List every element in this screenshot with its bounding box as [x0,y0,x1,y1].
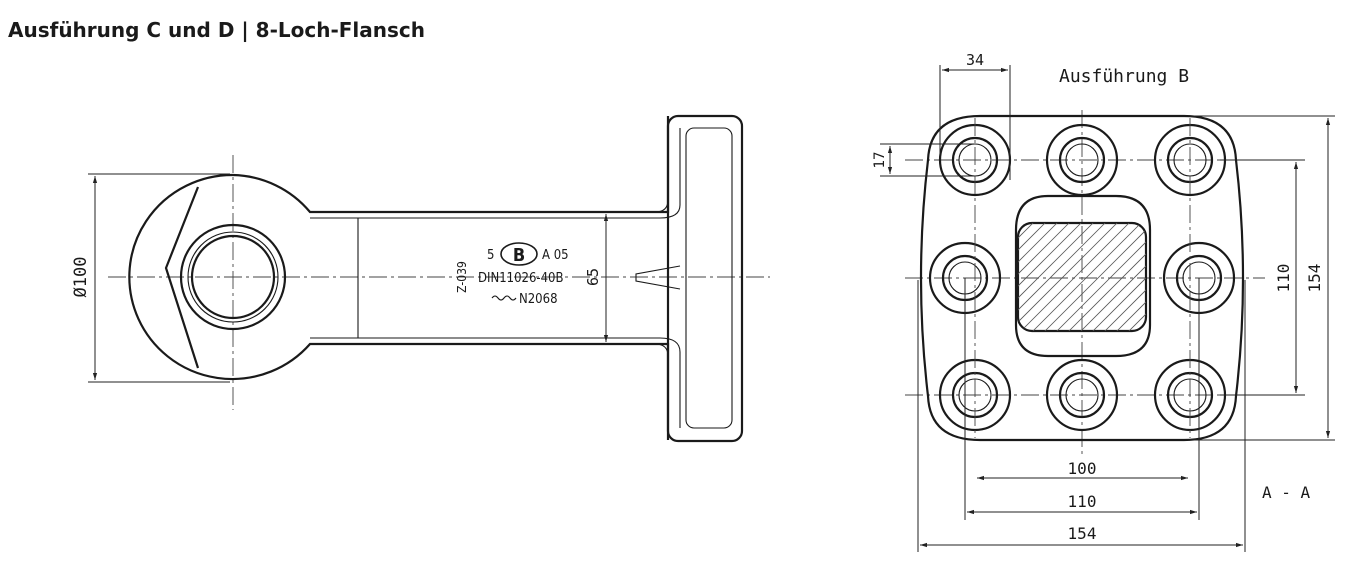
fillet-top [654,199,669,213]
dim-110v-label: 110 [1274,264,1293,293]
flange-plate [666,114,744,443]
shank-inner-top [310,128,681,219]
stamp-prefix: 5 [487,248,494,263]
flange-plate-inner [685,127,733,429]
stamp-din: DIN11026-40B [478,271,564,286]
eye-bore-inner [190,234,276,320]
dim-154h-label: 154 [1068,524,1097,543]
bolt-hole-7 [1045,358,1119,432]
dim-34-label: 34 [966,51,984,69]
flange-boss-outline [1014,194,1152,358]
flange-view: Ausführung B 34 17 110 154 100 110 [872,51,1335,552]
eye-chevron [164,186,200,369]
stamp-side: Z-039 [455,261,469,293]
eye-bore-ring [187,231,279,323]
page-title: Ausführung C und D | 8-Loch-Flansch [8,18,425,42]
flange-outline [919,114,1245,442]
side-view: Ø100 65 5 B A 05 DIN11026-40B N2068 Z-03… [71,114,770,443]
fillet-bottom [654,343,669,357]
stamp-block: 5 B A 05 DIN11026-40B N2068 Z-039 [455,242,569,307]
width-label: 65 [584,268,602,286]
section-hatching [1018,223,1146,331]
bolt-hole-2 [1045,123,1119,197]
stamp-logo-oval [500,242,538,266]
stamp-logo-letter: B [513,245,525,266]
weld-groove [635,265,681,290]
dia-label: Ø100 [71,257,91,298]
section-label: A - A [1262,483,1311,502]
eye-bore-outer [179,223,287,331]
stamp-code: N2068 [519,292,558,307]
section-hatch-area [1016,221,1148,333]
dim-110h-label: 110 [1068,492,1097,511]
shank-inner-bottom [310,337,681,428]
dim-154v-label: 154 [1305,264,1324,293]
dim-100h-label: 100 [1068,459,1097,478]
stamp-wave-icon [491,295,517,301]
eye-shank-outline [128,116,670,440]
stamp-suffix: A 05 [542,248,569,263]
dim-17-label: 17 [872,152,888,169]
flange-caption: Ausführung B [1059,66,1189,87]
